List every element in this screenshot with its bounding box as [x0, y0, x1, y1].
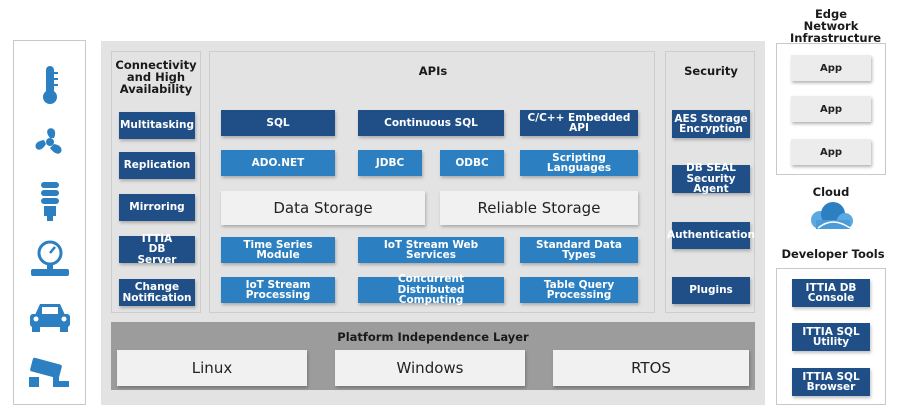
data-storage-box: Data Storage [221, 191, 425, 225]
platform-independence-layer: Platform Independence Layer Linux Window… [111, 322, 755, 390]
linux-box: Linux [117, 350, 307, 386]
scripting-languages-box: Scripting Languages [520, 150, 638, 176]
iot-stream-processing-box: IoT Stream Processing [221, 277, 335, 303]
fan-icon [28, 121, 72, 163]
device-icons-panel [13, 40, 86, 405]
mirroring-box: Mirroring [119, 194, 195, 221]
car-icon [26, 297, 74, 337]
change-notification-box: Change Notification [119, 279, 195, 306]
ittia-db-server-box: ITTIA DB Server [119, 234, 195, 265]
platform-title: Platform Independence Layer [337, 330, 529, 344]
c-cpp-embedded-api-box: C/C++ Embedded API [520, 110, 638, 136]
aes-storage-encryption-box: AES Storage Encryption [672, 110, 750, 138]
reliable-storage-box: Reliable Storage [440, 191, 638, 225]
multitasking-box: Multitasking [119, 112, 195, 139]
cloud-icon [804, 200, 858, 232]
security-section: Security AES Storage Encryption DB SEAL … [665, 51, 755, 313]
light-bulb-icon [34, 179, 66, 223]
database-architecture-panel: Connectivity and High Availability Multi… [101, 41, 765, 405]
apis-title: APIs [418, 64, 448, 78]
time-series-module-box: Time Series Module [221, 237, 335, 263]
windows-box: Windows [335, 350, 525, 386]
security-title: Security [684, 64, 738, 78]
edge-network-panel: App App App [776, 43, 886, 175]
app-box: App [791, 139, 871, 165]
pressure-gauge-icon [28, 237, 72, 279]
standard-data-types-box: Standard Data Types [520, 237, 638, 263]
thermometer-icon [36, 63, 64, 107]
developer-tools-title: Developer Tools [781, 247, 885, 261]
security-camera-icon [26, 353, 74, 393]
connectivity-section: Connectivity and High Availability Multi… [111, 51, 201, 313]
apis-section: APIs SQL Continuous SQL C/C++ Embedded A… [209, 51, 655, 313]
rtos-box: RTOS [553, 350, 749, 386]
odbc-box: ODBC [440, 150, 504, 176]
ittia-sql-browser-box: ITTIA SQL Browser [792, 368, 870, 396]
ittia-sql-utility-box: ITTIA SQL Utility [792, 323, 870, 351]
ado-net-box: ADO.NET [221, 150, 335, 176]
authentication-box: Authentication [667, 222, 755, 249]
connectivity-title: Connectivity and High Availability [115, 58, 197, 96]
ittia-db-console-box: ITTIA DB Console [792, 279, 870, 307]
db-seal-security-agent-box: DB SEAL Security Agent [672, 163, 750, 195]
plugins-box: Plugins [672, 277, 750, 304]
app-box: App [791, 96, 871, 122]
iot-stream-web-services-box: IoT Stream Web Services [358, 237, 504, 263]
edge-network-title: Edge Network Infrastructure [790, 7, 882, 45]
continuous-sql-box: Continuous SQL [358, 110, 504, 136]
sql-box: SQL [221, 110, 335, 136]
developer-tools-panel: ITTIA DB Console ITTIA SQL Utility ITTIA… [776, 268, 886, 405]
table-query-processing-box: Table Query Processing [520, 277, 638, 303]
replication-box: Replication [119, 152, 195, 179]
cloud-title: Cloud [812, 185, 850, 199]
app-box: App [791, 55, 871, 81]
jdbc-box: JDBC [358, 150, 422, 176]
concurrent-distributed-computing-box: Concurrent Distributed Computing [358, 274, 504, 306]
